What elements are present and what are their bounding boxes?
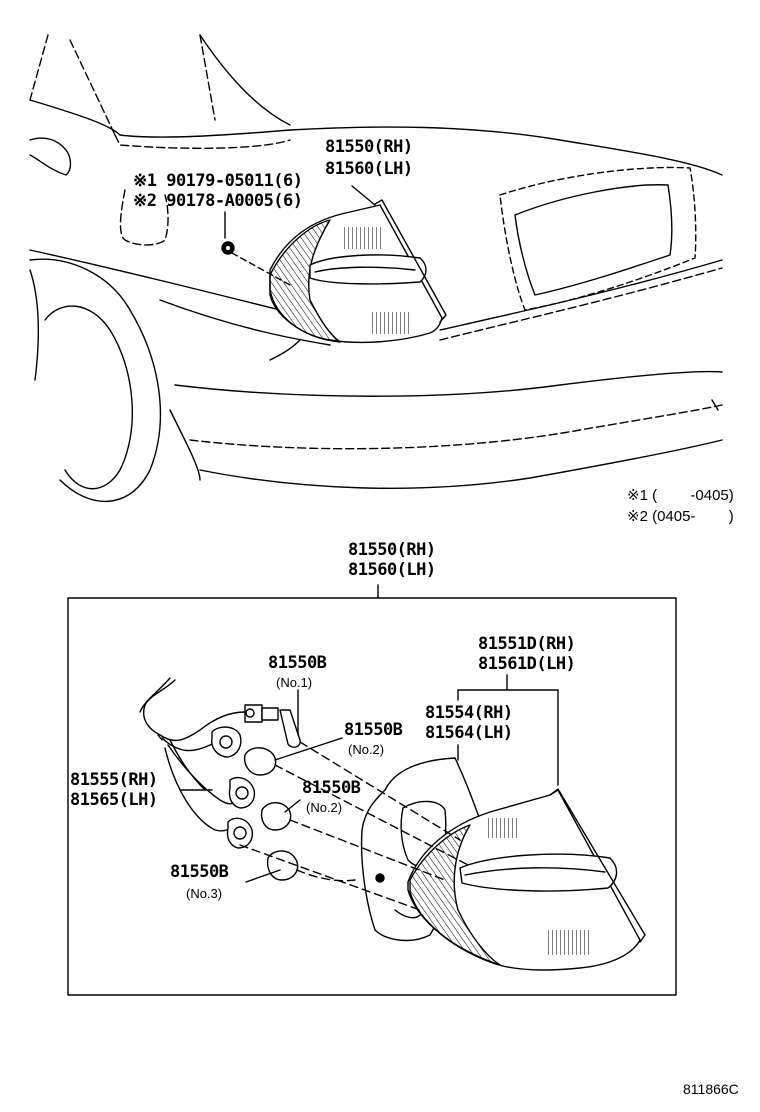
lens-lh-label: 81561D(LH) [478, 654, 576, 674]
gasket-lh-label: 81564(LH) [425, 723, 513, 743]
bulb-no3-part-label: 81550B [170, 862, 229, 882]
bulb-no2b-part-label: 81550B [302, 778, 361, 798]
note-2: ※2 (0405- ) [627, 508, 734, 525]
bulb-no2a-part-label: 81550B [344, 720, 403, 740]
tail-lamp-top [221, 185, 447, 344]
bolt-1-label: ※1 90179-05011(6) [133, 171, 303, 191]
top-tail-lamp-rh-label: 81550(RH) [325, 137, 413, 157]
gasket-rh-label: 81554(RH) [425, 703, 513, 723]
socket-harness [139, 677, 471, 911]
bulb-no1-note: (No.1) [276, 675, 313, 690]
top-tail-lamp-lh-label: 81560(LH) [325, 159, 413, 179]
assembly-tail-lamp-rh-label: 81550(RH) [348, 540, 436, 560]
socket-rh-label: 81555(RH) [70, 770, 158, 790]
bulb-no2a-note: (No.2) [348, 742, 385, 757]
bulb-no2b-note: (No.2) [306, 800, 343, 815]
note-1: ※1 ( -0405) [627, 487, 734, 504]
lens-rh-label: 81551D(RH) [478, 634, 576, 654]
bulb-no1-part-label: 81550B [268, 653, 327, 673]
tail-lamp-lens [407, 788, 646, 971]
bolt-2-label: ※2 90178-A0005(6) [133, 191, 303, 211]
figure-id: 811866C [683, 1081, 739, 1097]
socket-lh-label: 81565(LH) [70, 790, 158, 810]
assembly-tail-lamp-lh-label: 81560(LH) [348, 560, 436, 580]
assembly-frame [67, 597, 677, 996]
bulb-no3-note: (No.3) [186, 886, 223, 901]
car-rear-view [29, 34, 723, 502]
